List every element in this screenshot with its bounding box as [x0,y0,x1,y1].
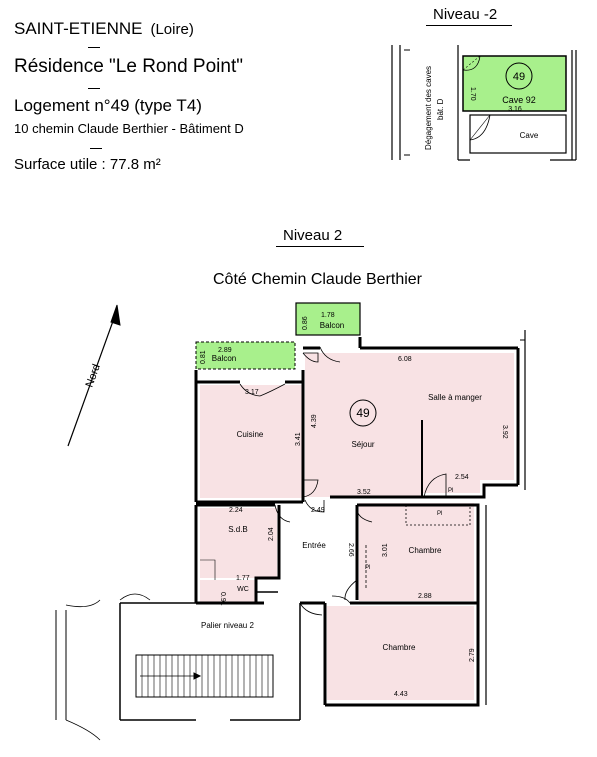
room-sejour: Séjour [351,440,374,449]
north-arrow [67,304,121,447]
dim-sejour-h: 4.39 [311,414,318,428]
closet-label-2: Pl [437,511,442,517]
title-underline [276,246,364,247]
closet-label-1: Pl [448,488,453,494]
balcony-left [195,341,296,370]
room-salle-a-manger: Salle à manger [428,393,482,402]
city-name: SAINT-ETIENNE [14,19,143,38]
unit-number: 49 [356,406,370,420]
level-minus2-title: Niveau -2 [433,6,498,23]
cave-width: 3.16 [508,106,522,113]
balcony-top [295,302,361,336]
residence-title: Résidence "Le Rond Point" [14,56,243,77]
separator [88,88,100,89]
level-minus2-plan [391,45,577,161]
dim-sam-h: 3.92 [501,425,508,439]
department-name: (Loire) [150,21,194,38]
corridor-label: Dégagement des caves [424,66,433,150]
room-balcon-top: Balcon [320,321,344,330]
bedroom1-fill [359,503,474,601]
cave-label: Cave 92 [502,95,536,105]
unit-title: Logement n°49 (type T4) [14,96,202,115]
street-side-label: Côté Chemin Claude Berthier [213,271,422,288]
room-cuisine: Cuisine [237,430,264,439]
kitchen-fill [200,385,303,498]
other-cave-label: Cave [520,131,539,140]
room-chambre-1: Chambre [409,546,442,555]
separator [88,47,100,48]
room-balcon-left: Balcon [212,354,236,363]
dim-sejour-top: 6.08 [398,356,412,363]
cave-depth: 1.70 [469,87,476,101]
bathroom-fill [200,508,277,578]
city-title: SAINT-ETIENNE (Loire) [14,20,194,37]
landing-stairs [55,593,301,741]
dim-balcon-top-w: 1.78 [321,312,335,319]
title-underline [426,25,512,26]
dim-sdb-w: 2.24 [229,507,243,514]
corridor-wall [391,45,401,160]
dim-entree-h: 2.66 [347,543,354,557]
dim-cuisine-h: 3.41 [295,432,302,446]
surface-area: Surface utile : 77.8 m² [14,156,161,173]
dim-wc-w: 1.77 [236,575,250,582]
dim-sam-w: 2.54 [455,474,469,481]
north-label: Nord [84,363,103,390]
dim-sdb-h: 2.04 [268,527,275,541]
dim-entree-w: 2.49 [311,507,325,514]
room-wc: WC [237,586,249,593]
level-2-title: Niveau 2 [283,227,343,244]
dim-ch2-w: 4.43 [394,691,408,698]
room-chambre-2: Chambre [383,643,416,652]
door-swings [200,346,471,616]
address: 10 chemin Claude Berthier - Bâtiment D [14,121,244,136]
living-fill [305,353,514,497]
closet-label-3: Pl [365,565,370,571]
separator [90,148,102,149]
wc-fill [200,580,255,602]
dim-wc-h: 0.91 [219,592,226,606]
dim-ch1-w: 2.88 [418,593,432,600]
dim-ch1-h: 3.01 [382,543,389,557]
cave-other [469,114,567,154]
dim-balcon-left-w: 2.89 [218,347,232,354]
dim-balcon-left-d: 0.81 [200,350,207,364]
cave-92 [462,55,567,112]
dim-ch2-h: 2.79 [469,648,476,662]
cave-unit-number: 49 [513,71,525,83]
corridor-building: bât. D [436,98,445,120]
dim-balcon-top-d: 0.86 [302,316,309,330]
dim-sejour-bottom: 3.52 [357,489,371,496]
room-sdb: S.d.B [228,525,248,534]
room-entree: Entrée [302,541,326,550]
bedroom2-fill [327,606,474,700]
unit-circle [349,399,377,427]
dim-cuisine-w: 3.17 [245,389,259,396]
landing-label: Palier niveau 2 [201,621,254,630]
